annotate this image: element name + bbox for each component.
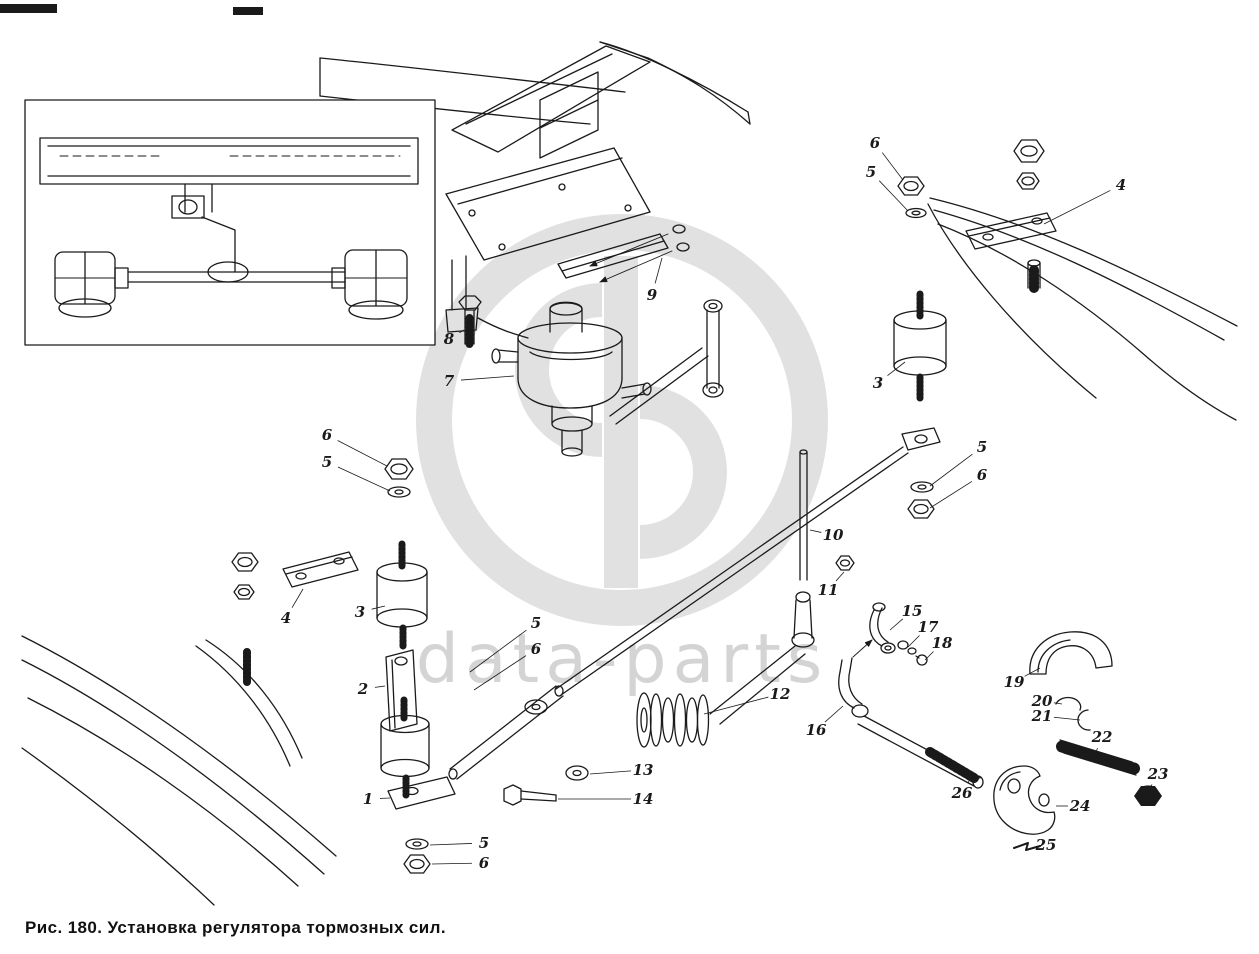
callout-label-15-15: 15 xyxy=(902,602,923,620)
callout-label-5-8: 5 xyxy=(322,453,332,471)
frame-curves-left xyxy=(21,635,337,906)
callout-leader-17-16 xyxy=(907,635,920,648)
callout-label-20-23: 20 xyxy=(1031,692,1053,710)
callout-label-24-31: 24 xyxy=(1069,797,1091,815)
callout-leader-5-4 xyxy=(878,180,909,212)
callout-label-6-3: 6 xyxy=(870,134,881,152)
callout-label-2-20: 2 xyxy=(357,680,368,698)
callout-leader-15-15 xyxy=(889,618,904,631)
callout-label-11-12: 11 xyxy=(818,581,839,599)
callout-label-5-9: 5 xyxy=(977,438,987,456)
callout-label-21-24: 21 xyxy=(1031,707,1053,725)
washer-bolt-group xyxy=(503,765,589,806)
cushion-assembly-right xyxy=(893,139,1057,402)
figure-caption: Рис. 180. Установка регулятора тормозных… xyxy=(25,918,446,937)
callout-leader-5-18 xyxy=(469,629,527,673)
callout-leader-8-1 xyxy=(459,329,465,334)
callout-leader-4-13 xyxy=(291,588,304,608)
bolt-8 xyxy=(458,295,482,348)
callout-label-19-21: 19 xyxy=(1004,673,1025,691)
callout-label-25-33: 25 xyxy=(1035,836,1057,854)
control-rod xyxy=(448,427,941,780)
callout-leader-3-14 xyxy=(371,605,386,610)
callout-leader-6-3 xyxy=(881,152,904,181)
cap-nut-23 xyxy=(1134,786,1162,806)
callout-leader-4-5 xyxy=(1043,190,1111,225)
callout-leader-12-22 xyxy=(703,696,769,715)
callout-leader-13-27 xyxy=(589,770,632,775)
callout-label-6-7: 6 xyxy=(322,426,333,444)
fastener-clips xyxy=(589,224,690,283)
scan-artifacts xyxy=(0,4,263,15)
callout-label-17-16: 17 xyxy=(918,618,939,636)
ball-joint-boot xyxy=(636,591,815,748)
callout-label-10-11: 10 xyxy=(823,526,844,544)
callout-leader-23-28 xyxy=(1149,784,1153,789)
callout-leader-6-7 xyxy=(337,440,388,467)
callout-label-4-13: 4 xyxy=(281,609,291,627)
callout-label-6-10: 6 xyxy=(977,466,988,484)
callout-label-3-14: 3 xyxy=(355,603,365,621)
washer-nut-mid-right xyxy=(907,481,935,519)
callout-label-12-22: 12 xyxy=(770,685,791,703)
callout-label-23-28: 23 xyxy=(1147,765,1169,783)
watermark-text: data-parts xyxy=(416,620,829,699)
callout-leader-11-12 xyxy=(835,571,845,582)
chassis-frame xyxy=(319,41,751,339)
watermark-logo-icon xyxy=(416,214,828,626)
callout-label-14-30: 14 xyxy=(633,790,654,808)
callout-label-4-5: 4 xyxy=(1116,176,1126,194)
callout-leader-5-34 xyxy=(429,843,473,846)
callout-leader-10-11 xyxy=(809,529,822,533)
clamp-group xyxy=(1029,631,1113,731)
callout-leader-6-19 xyxy=(473,655,527,691)
clip-25 xyxy=(1013,842,1041,851)
callout-label-5-18: 5 xyxy=(531,614,541,632)
callout-label-9-0: 9 xyxy=(647,286,658,304)
callout-label-26-29: 26 xyxy=(951,784,973,802)
frame-curves-right xyxy=(927,197,1238,421)
callout-label-8-1: 8 xyxy=(444,330,455,348)
callout-leader-7-2 xyxy=(460,375,515,381)
callout-leader-16-25 xyxy=(824,705,844,723)
callout-leader-5-8 xyxy=(337,466,391,492)
callout-label-6-19: 6 xyxy=(531,640,542,658)
callout-leader-5-9 xyxy=(929,453,973,487)
callout-leader-6-10 xyxy=(929,481,973,509)
brake-regulator xyxy=(491,301,709,457)
callout-label-1-32: 1 xyxy=(363,790,373,808)
inset-overview xyxy=(24,99,436,346)
cushion-assembly-left xyxy=(231,458,456,874)
callout-leader-19-21 xyxy=(1024,667,1041,677)
callout-label-7-2: 7 xyxy=(444,372,455,390)
bracket-24 xyxy=(993,765,1056,851)
callout-label-5-34: 5 xyxy=(479,834,489,852)
callout-label-5-4: 5 xyxy=(866,163,876,181)
callout-leader-20-23 xyxy=(1053,702,1063,705)
callout-leader-6-35 xyxy=(431,862,473,865)
callout-label-22-26: 22 xyxy=(1091,728,1113,746)
regulator-link xyxy=(702,299,724,398)
callout-leader-2-20 xyxy=(374,685,386,688)
callout-label-16-25: 16 xyxy=(806,721,827,739)
lever-group xyxy=(838,602,928,718)
callout-label-6-35: 6 xyxy=(479,854,490,872)
link-rod-26 xyxy=(857,715,984,789)
callout-leader-26-29 xyxy=(967,775,973,783)
callout-leader-9-0 xyxy=(654,257,663,284)
callout-label-18-17: 18 xyxy=(932,634,953,652)
callout-label-13-27: 13 xyxy=(633,761,654,779)
callout-leader-3-6 xyxy=(887,361,906,376)
callout-leader-22-26 xyxy=(1095,747,1098,753)
callout-label-3-6: 3 xyxy=(873,374,883,392)
callout-leader-21-24 xyxy=(1053,716,1081,721)
callout-leader-18-17 xyxy=(924,651,934,661)
